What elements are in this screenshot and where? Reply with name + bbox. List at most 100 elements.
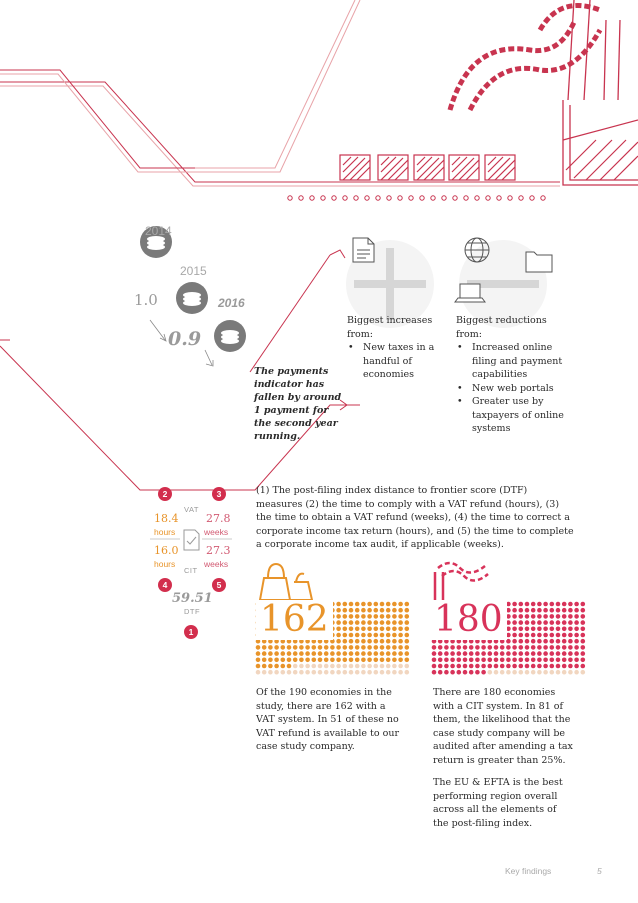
dot-mark: [543, 632, 548, 638]
dot-mark: [499, 645, 505, 650]
dot-mark: [530, 669, 536, 675]
footer-page-number: 5: [597, 866, 602, 876]
cit-stat-text: There are 180 economies with a CIT syste…: [433, 687, 573, 766]
dot-mark: [499, 663, 505, 669]
dot-mark: [487, 669, 493, 675]
dot-mark: [404, 638, 410, 644]
dot-mark: [398, 657, 403, 663]
dot-mark: [580, 626, 586, 632]
dtf-value: 59.51: [172, 591, 213, 606]
dot-mark: [361, 626, 366, 632]
dot-mark: [561, 645, 567, 650]
dot-mark: [398, 645, 403, 650]
dot-mark: [342, 657, 348, 663]
dot-mark: [524, 607, 530, 613]
dot-mark: [268, 638, 273, 644]
dot-mark: [268, 651, 273, 656]
dot-mark: [475, 669, 480, 675]
dot-mark: [299, 657, 304, 663]
dot-mark: [268, 663, 273, 669]
dot-mark: [549, 626, 555, 632]
dot-mark: [580, 663, 586, 669]
dot-mark: [261, 663, 267, 669]
dot-mark: [574, 638, 579, 644]
dot-mark: [543, 645, 548, 650]
dot-mark: [431, 645, 437, 650]
year-2014: 2014: [145, 224, 172, 238]
dot-mark: [305, 638, 310, 644]
dot-mark: [437, 669, 443, 675]
dot-mark: [342, 601, 348, 607]
cit-correct-hours: 16.0: [154, 544, 179, 557]
dot-mark: [512, 626, 517, 632]
dot-mark: [561, 651, 567, 656]
globe-icon: [464, 237, 490, 263]
dot-mark: [348, 607, 354, 613]
dot-mark: [487, 645, 493, 650]
dot-mark: [348, 626, 354, 632]
dot-mark: [549, 614, 555, 619]
dot-mark: [286, 657, 292, 663]
dot-mark: [299, 651, 304, 656]
dot-mark: [311, 645, 317, 650]
dot-mark: [512, 669, 517, 675]
dot-mark: [506, 626, 511, 632]
year-2016: 2016: [218, 296, 245, 310]
dot-mark: [549, 638, 555, 644]
dot-mark: [437, 645, 443, 650]
dot-mark: [561, 632, 567, 638]
dot-mark: [568, 601, 573, 607]
dot-mark: [543, 601, 548, 607]
dot-mark: [487, 638, 493, 644]
dtf-label: DTF: [184, 607, 201, 616]
dot-mark: [549, 663, 555, 669]
dot-mark: [481, 638, 486, 644]
dot-mark: [561, 607, 567, 613]
dot-mark: [512, 651, 517, 656]
factory-icon: [433, 561, 489, 605]
dot-mark: [367, 638, 372, 644]
dot-mark: [317, 638, 323, 644]
dot-mark: [385, 645, 391, 650]
dot-mark: [543, 626, 548, 632]
dot-mark: [385, 620, 391, 625]
dot-mark: [385, 632, 391, 638]
dot-mark: [342, 607, 348, 613]
dot-mark: [398, 651, 403, 656]
dot-mark: [530, 632, 536, 638]
dot-mark: [379, 614, 385, 619]
dot-mark: [518, 614, 524, 619]
dot-mark: [373, 638, 379, 644]
dot-mark: [561, 663, 567, 669]
dot-mark: [354, 620, 360, 625]
dot-mark: [299, 669, 304, 675]
dot-mark: [537, 601, 542, 607]
dot-mark: [549, 607, 555, 613]
dot-mark: [367, 626, 372, 632]
dot-mark: [323, 669, 329, 675]
dot-mark: [361, 645, 366, 650]
dot-mark: [385, 638, 391, 644]
dot-mark: [336, 632, 341, 638]
dot-mark: [555, 657, 561, 663]
dot-mark: [404, 626, 410, 632]
dot-mark: [493, 663, 499, 669]
dot-mark: [481, 651, 486, 656]
dot-mark: [530, 645, 536, 650]
dot-mark: [348, 663, 354, 669]
dot-mark: [385, 663, 391, 669]
dot-mark: [330, 651, 335, 656]
cit-economies-count: 180: [430, 600, 507, 640]
dot-mark: [336, 638, 341, 644]
dot-mark: [506, 663, 511, 669]
dot-mark: [543, 638, 548, 644]
dot-mark: [385, 614, 391, 619]
dot-mark: [580, 607, 586, 613]
dot-mark: [404, 663, 410, 669]
dot-mark: [574, 651, 579, 656]
reductions-block: Biggest reductions from: Increased onlin…: [456, 314, 566, 436]
dot-mark: [404, 669, 410, 675]
dot-mark: [568, 663, 573, 669]
dot-mark: [524, 601, 530, 607]
dot-mark: [580, 632, 586, 638]
